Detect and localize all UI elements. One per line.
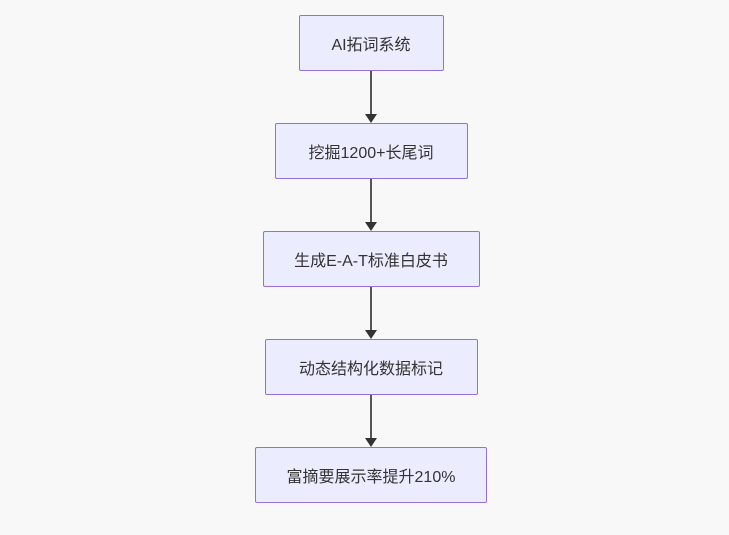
arrow-down-icon (365, 330, 377, 339)
flowchart: AI拓词系统 挖掘1200+长尾词 生成E-A-T标准白皮书 动态结构化数据标记… (255, 15, 487, 503)
arrow-line (370, 395, 372, 439)
arrow-line (370, 71, 372, 115)
node-longtail-mining: 挖掘1200+长尾词 (274, 123, 468, 179)
edge-c-d (365, 287, 377, 339)
arrow-down-icon (365, 222, 377, 231)
node-eat-whitepaper: 生成E-A-T标准白皮书 (262, 231, 480, 287)
edge-d-e (365, 395, 377, 447)
node-rich-snippet-result: 富摘要展示率提升210% (255, 447, 487, 503)
arrow-down-icon (365, 114, 377, 123)
arrow-line (370, 287, 372, 331)
node-ai-keyword-system: AI拓词系统 (298, 15, 444, 71)
node-structured-data-markup: 动态结构化数据标记 (264, 339, 478, 395)
edge-b-c (365, 179, 377, 231)
arrow-down-icon (365, 438, 377, 447)
arrow-line (370, 179, 372, 223)
edge-a-b (365, 71, 377, 123)
